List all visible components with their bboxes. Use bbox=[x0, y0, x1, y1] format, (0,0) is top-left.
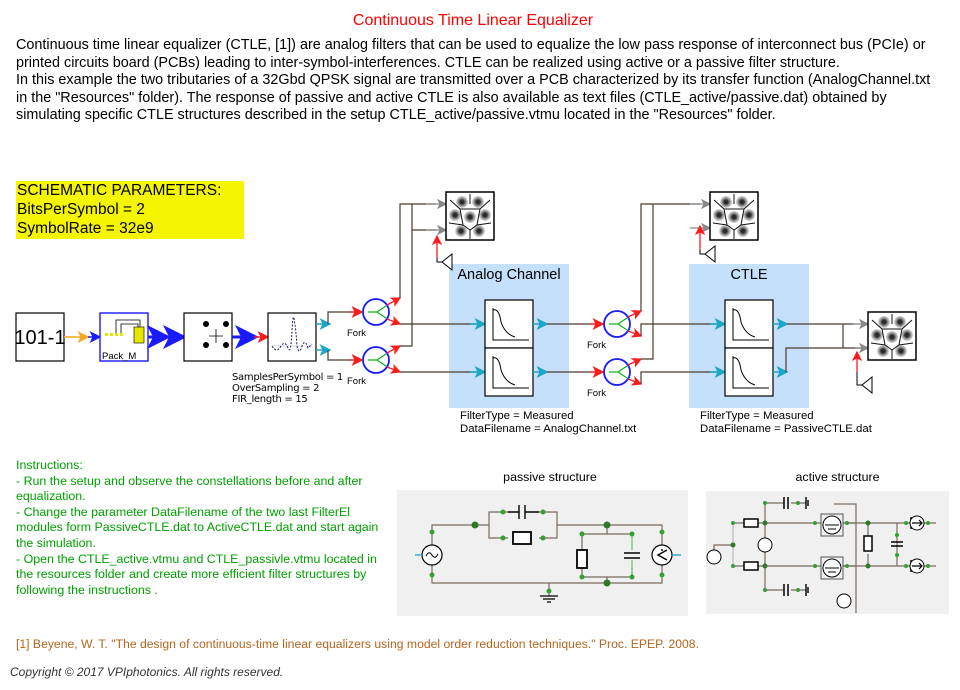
constellation-analyzer-1[interactable] bbox=[445, 191, 495, 241]
pack-m-label: Pack_M bbox=[102, 351, 136, 362]
instruction-item: - Change the parameter DataFilename of t… bbox=[16, 504, 379, 550]
ctle-title: CTLE bbox=[730, 267, 767, 283]
fork-label: Fork bbox=[587, 388, 606, 399]
intro-text: Continuous time linear equalizer (CTLE, … bbox=[16, 37, 936, 125]
fork-label: Fork bbox=[347, 328, 366, 339]
schematic-parameter: BitsPerSymbol = 2 bbox=[17, 201, 145, 218]
page-title: Continuous Time Linear Equalizer bbox=[352, 12, 594, 29]
pulse-shaper-module[interactable] bbox=[267, 312, 317, 362]
ctle-param: DataFilename = PassiveCTLE.dat bbox=[700, 423, 873, 435]
intro-paragraph-2: In this example the two tributaries of a… bbox=[16, 72, 931, 124]
reference-citation: [1] Beyene, W. T. "The design of continu… bbox=[16, 637, 699, 651]
ctle-filter-1[interactable] bbox=[724, 299, 774, 349]
schematic-parameters-heading: SCHEMATIC PARAMETERS: bbox=[17, 182, 222, 199]
constellation-analyzer-2[interactable] bbox=[709, 191, 759, 241]
fork-module[interactable] bbox=[362, 346, 390, 374]
analog-channel-param: FilterType = Measured bbox=[460, 410, 574, 422]
schematic-diagram: Analog Channel CTLE 101-1 Pack_M Samples… bbox=[14, 191, 917, 435]
qpsk-mapper-module[interactable] bbox=[183, 312, 233, 362]
active-structure-caption: active structure bbox=[795, 470, 880, 484]
passive-structure-caption: passive structure bbox=[503, 470, 597, 484]
schematic-parameters-box: SCHEMATIC PARAMETERS: BitsPerSymbol = 2 … bbox=[16, 181, 244, 239]
ground-terminal bbox=[856, 372, 873, 395]
intro-paragraph-1: Continuous time linear equalizer (CTLE, … bbox=[16, 37, 926, 71]
pack-m-module[interactable]: Pack_M bbox=[99, 312, 149, 362]
analog-channel-title: Analog Channel bbox=[457, 267, 560, 283]
instructions-text: Instructions: - Run the setup and observ… bbox=[16, 458, 396, 598]
instruction-item: - Run the setup and observe the constell… bbox=[16, 473, 363, 504]
pulse-shaper-param: FIR_length = 15 bbox=[232, 394, 308, 405]
constellation-analyzer-3[interactable] bbox=[867, 311, 917, 361]
instructions-heading: Instructions: bbox=[16, 458, 83, 472]
fork-module[interactable] bbox=[603, 358, 631, 386]
active-structure-diagram[interactable] bbox=[706, 491, 949, 614]
fork-label: Fork bbox=[347, 376, 366, 387]
pulse-shaper-param: OverSampling = 2 bbox=[232, 383, 319, 394]
analog-channel-filter-1[interactable] bbox=[484, 299, 534, 349]
fork-module[interactable] bbox=[362, 298, 390, 326]
pulse-shaper-param: SamplesPerSymbol = 1 bbox=[232, 372, 343, 383]
ctle-param: FilterType = Measured bbox=[700, 410, 814, 422]
ctle-filter-2[interactable] bbox=[724, 347, 774, 397]
bit-source-module[interactable]: 101-1 bbox=[14, 312, 66, 362]
ground-terminal bbox=[436, 252, 453, 272]
analog-channel-param: DataFilename = AnalogChannel.txt bbox=[460, 423, 637, 435]
fork-label: Fork bbox=[587, 340, 606, 351]
copyright-notice: Copyright © 2017 VPIphotonics. All right… bbox=[10, 665, 284, 679]
fork-module[interactable] bbox=[603, 310, 631, 338]
instruction-item: - Open the CTLE_active.vtmu and CTLE_pas… bbox=[16, 551, 377, 597]
bit-source-glyph: 101-1 bbox=[14, 327, 65, 349]
passive-structure-diagram[interactable] bbox=[397, 490, 688, 616]
analog-channel-filter-2[interactable] bbox=[484, 347, 534, 397]
ground-terminal bbox=[699, 244, 716, 264]
schematic-parameter: SymbolRate = 32e9 bbox=[17, 220, 154, 237]
